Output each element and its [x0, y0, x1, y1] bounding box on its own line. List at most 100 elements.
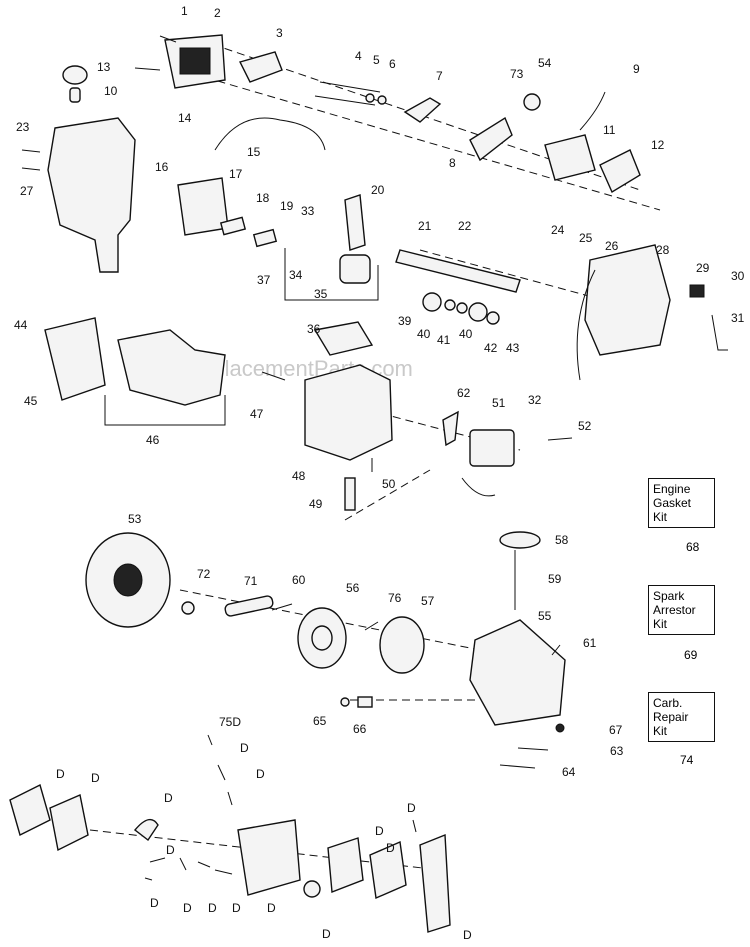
callout: 21: [418, 219, 432, 233]
callout: 12: [651, 138, 665, 152]
callout: D: [164, 791, 173, 805]
kit-line: Carb.: [653, 696, 683, 710]
callout: 57: [421, 594, 435, 608]
callout: D: [208, 901, 217, 915]
callout: 2: [214, 6, 221, 20]
callout: 27: [20, 184, 34, 198]
callout: 59: [548, 572, 562, 586]
callout: 25: [579, 231, 593, 245]
callout: D: [386, 841, 395, 855]
callout: D: [150, 896, 159, 910]
callout: 56: [346, 581, 360, 595]
callout: 32: [528, 393, 542, 407]
callout: 43: [506, 341, 520, 355]
callout: 3: [276, 26, 283, 40]
callout: 50: [382, 477, 396, 491]
callout: 5: [373, 53, 380, 67]
callout: 16: [155, 160, 169, 174]
callout: 7: [436, 69, 443, 83]
callout: 61: [583, 636, 597, 650]
callout: 72: [197, 567, 211, 581]
callout: 63: [610, 744, 624, 758]
callout: 17: [229, 167, 243, 181]
callout: 14: [178, 111, 192, 125]
callout: D: [322, 927, 331, 941]
callout: 4: [355, 49, 362, 63]
callout: 51: [492, 396, 506, 410]
callout: 46: [146, 433, 160, 447]
callout: 76: [388, 591, 402, 605]
kit-line: Gasket: [653, 496, 692, 510]
callout: 54: [538, 56, 552, 70]
callout: 15: [247, 145, 261, 159]
callout: D: [256, 767, 265, 781]
callout: 20: [371, 183, 385, 197]
spark-arrestor-kit-box: Spark Arrestor Kit: [648, 585, 715, 635]
callout: 65: [313, 714, 327, 728]
callout: 67: [609, 723, 623, 737]
callout: 66: [353, 722, 367, 736]
callout: 48: [292, 469, 306, 483]
callout: 28: [656, 243, 670, 257]
callout: 37: [257, 273, 271, 287]
callout: D: [56, 767, 65, 781]
callout: 53: [128, 512, 142, 526]
callout: 73: [510, 67, 524, 81]
callout: 49: [309, 497, 323, 511]
callout: D: [375, 824, 384, 838]
callout: D: [267, 901, 276, 915]
callout: 11: [603, 123, 616, 137]
callout-labels: 1 2 3 4 5 6 7 9 10 11 12 13 14 15 16 17 …: [14, 4, 745, 942]
callout: 22: [458, 219, 472, 233]
callout: 23: [16, 120, 30, 134]
callout: 8: [449, 156, 456, 170]
kit-line: Repair: [653, 710, 689, 724]
callout: 42: [484, 341, 498, 355]
callout: 29: [696, 261, 710, 275]
callout: 40: [417, 327, 431, 341]
callout: 13: [97, 60, 111, 74]
kit-line: Kit: [653, 510, 668, 524]
callout: 52: [578, 419, 592, 433]
callout: D: [407, 801, 416, 815]
callout: 34: [289, 268, 303, 282]
carb-repair-kit-number: 74: [680, 753, 694, 767]
callout: 55: [538, 609, 552, 623]
kit-line: Arrestor: [653, 603, 696, 617]
callout: 58: [555, 533, 569, 547]
callout: 44: [14, 318, 28, 332]
callout: 64: [562, 765, 576, 779]
callout: 62: [457, 386, 471, 400]
callout: 39: [398, 314, 412, 328]
callout: D: [91, 771, 100, 785]
callout: 26: [605, 239, 619, 253]
callout: 33: [301, 204, 315, 218]
callout: 24: [551, 223, 565, 237]
part-drawings: [9, 34, 728, 933]
carb-repair-kit-box: Carb. Repair Kit: [648, 692, 715, 742]
callout: 31: [731, 311, 745, 325]
callout: D: [166, 843, 175, 857]
kit-line: Spark: [653, 589, 685, 603]
callout: 18: [256, 191, 270, 205]
callout: 71: [244, 574, 258, 588]
callout: 35: [314, 287, 328, 301]
callout: D: [463, 928, 472, 942]
callout: 45: [24, 394, 38, 408]
callout: 47: [250, 407, 264, 421]
callout: 30: [731, 269, 745, 283]
callout: 6: [389, 57, 396, 71]
callout: 36: [307, 322, 321, 336]
callout: 1: [181, 4, 188, 18]
callout: 19: [280, 199, 294, 213]
kit-line: Kit: [653, 724, 668, 738]
callout: D: [183, 901, 192, 915]
spark-arrestor-kit-number: 69: [684, 648, 698, 662]
kit-line: Kit: [653, 617, 668, 631]
kit-line: Engine: [653, 482, 691, 496]
callout: 40: [459, 327, 473, 341]
callout: 9: [633, 62, 640, 76]
callout: 75D: [219, 715, 241, 729]
callout: D: [240, 741, 249, 755]
